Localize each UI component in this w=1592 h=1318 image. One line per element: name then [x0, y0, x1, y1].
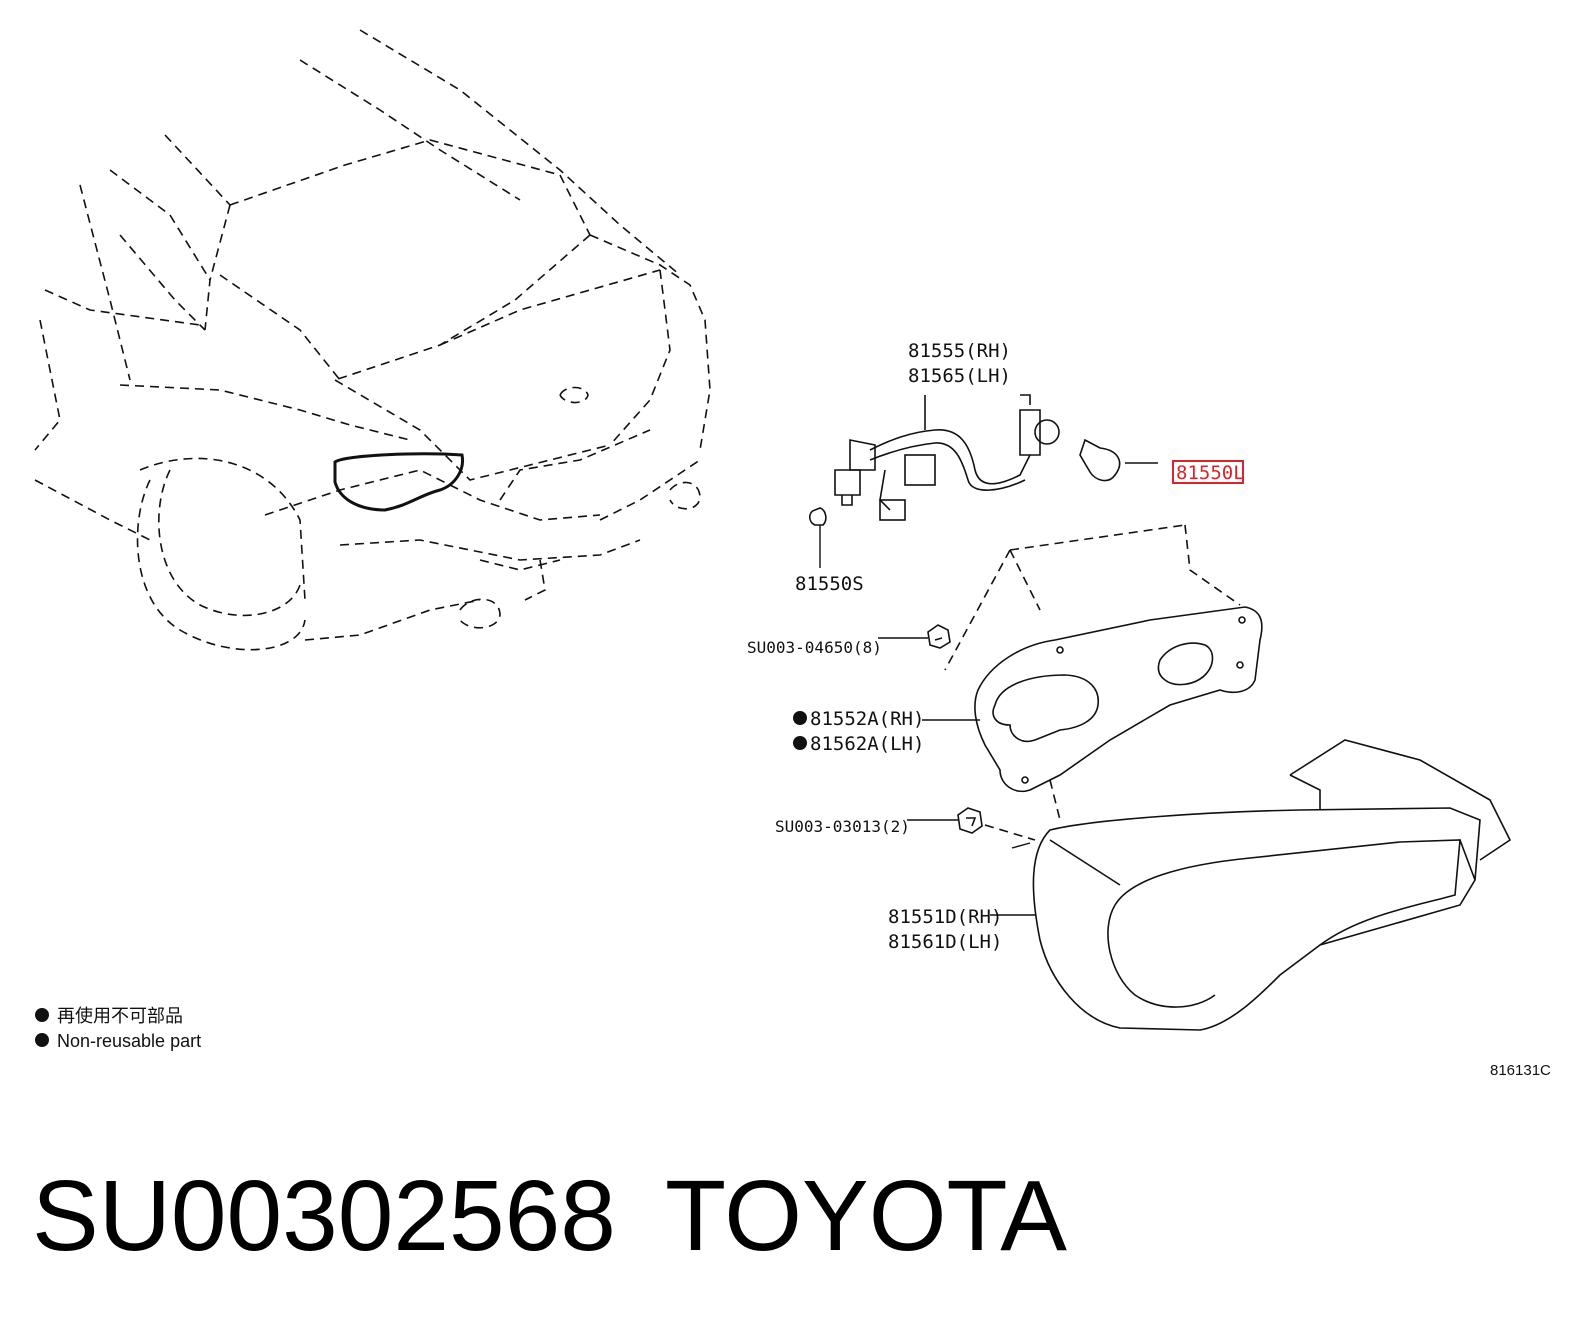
label-lamp-lh: 81561D(LH): [888, 931, 1002, 953]
bulb-l-highlight-box: [1172, 460, 1244, 484]
label-gasket-rh: 81552A(RH): [810, 708, 924, 730]
label-clip: SU003-04650(8): [747, 638, 882, 657]
bulb-s: [808, 507, 827, 526]
non-reusable-dot-gasket-lh: [793, 736, 807, 750]
clip: [927, 624, 951, 649]
non-reusable-dot-gasket-rh: [793, 711, 807, 725]
label-bulb-l[interactable]: 81550L: [1176, 462, 1245, 484]
label-harness-lh: 81565(LH): [908, 365, 1011, 387]
tail-lamp-assembly: [1032, 739, 1512, 1031]
guide-lines: [944, 524, 1241, 841]
figure-code: 816131C: [1490, 1062, 1551, 1079]
wiring-harness: [834, 394, 1060, 521]
gasket: [974, 606, 1263, 792]
label-lamp-rh: 81551D(RH): [888, 906, 1002, 928]
legend-jp: 再使用不可部品: [57, 1006, 183, 1026]
legend-dot-en: [35, 1033, 49, 1047]
label-gasket-lh: 81562A(LH): [810, 733, 924, 755]
legend-dot-jp: [35, 1008, 49, 1022]
label-harness-rh: 81555(RH): [908, 340, 1011, 362]
car-tail-lamp: [333, 452, 465, 512]
caption-part-number: SU00302568: [32, 1160, 616, 1272]
caption-brand: TOYOTA: [665, 1160, 1067, 1272]
label-bulb-s: 81550S: [795, 573, 864, 595]
nut: [957, 807, 983, 834]
label-nut: SU003-03013(2): [775, 817, 910, 836]
bulb-l: [1079, 438, 1121, 482]
legend-en: Non-reusable part: [57, 1031, 201, 1051]
car-rear-outline: [34, 29, 711, 651]
